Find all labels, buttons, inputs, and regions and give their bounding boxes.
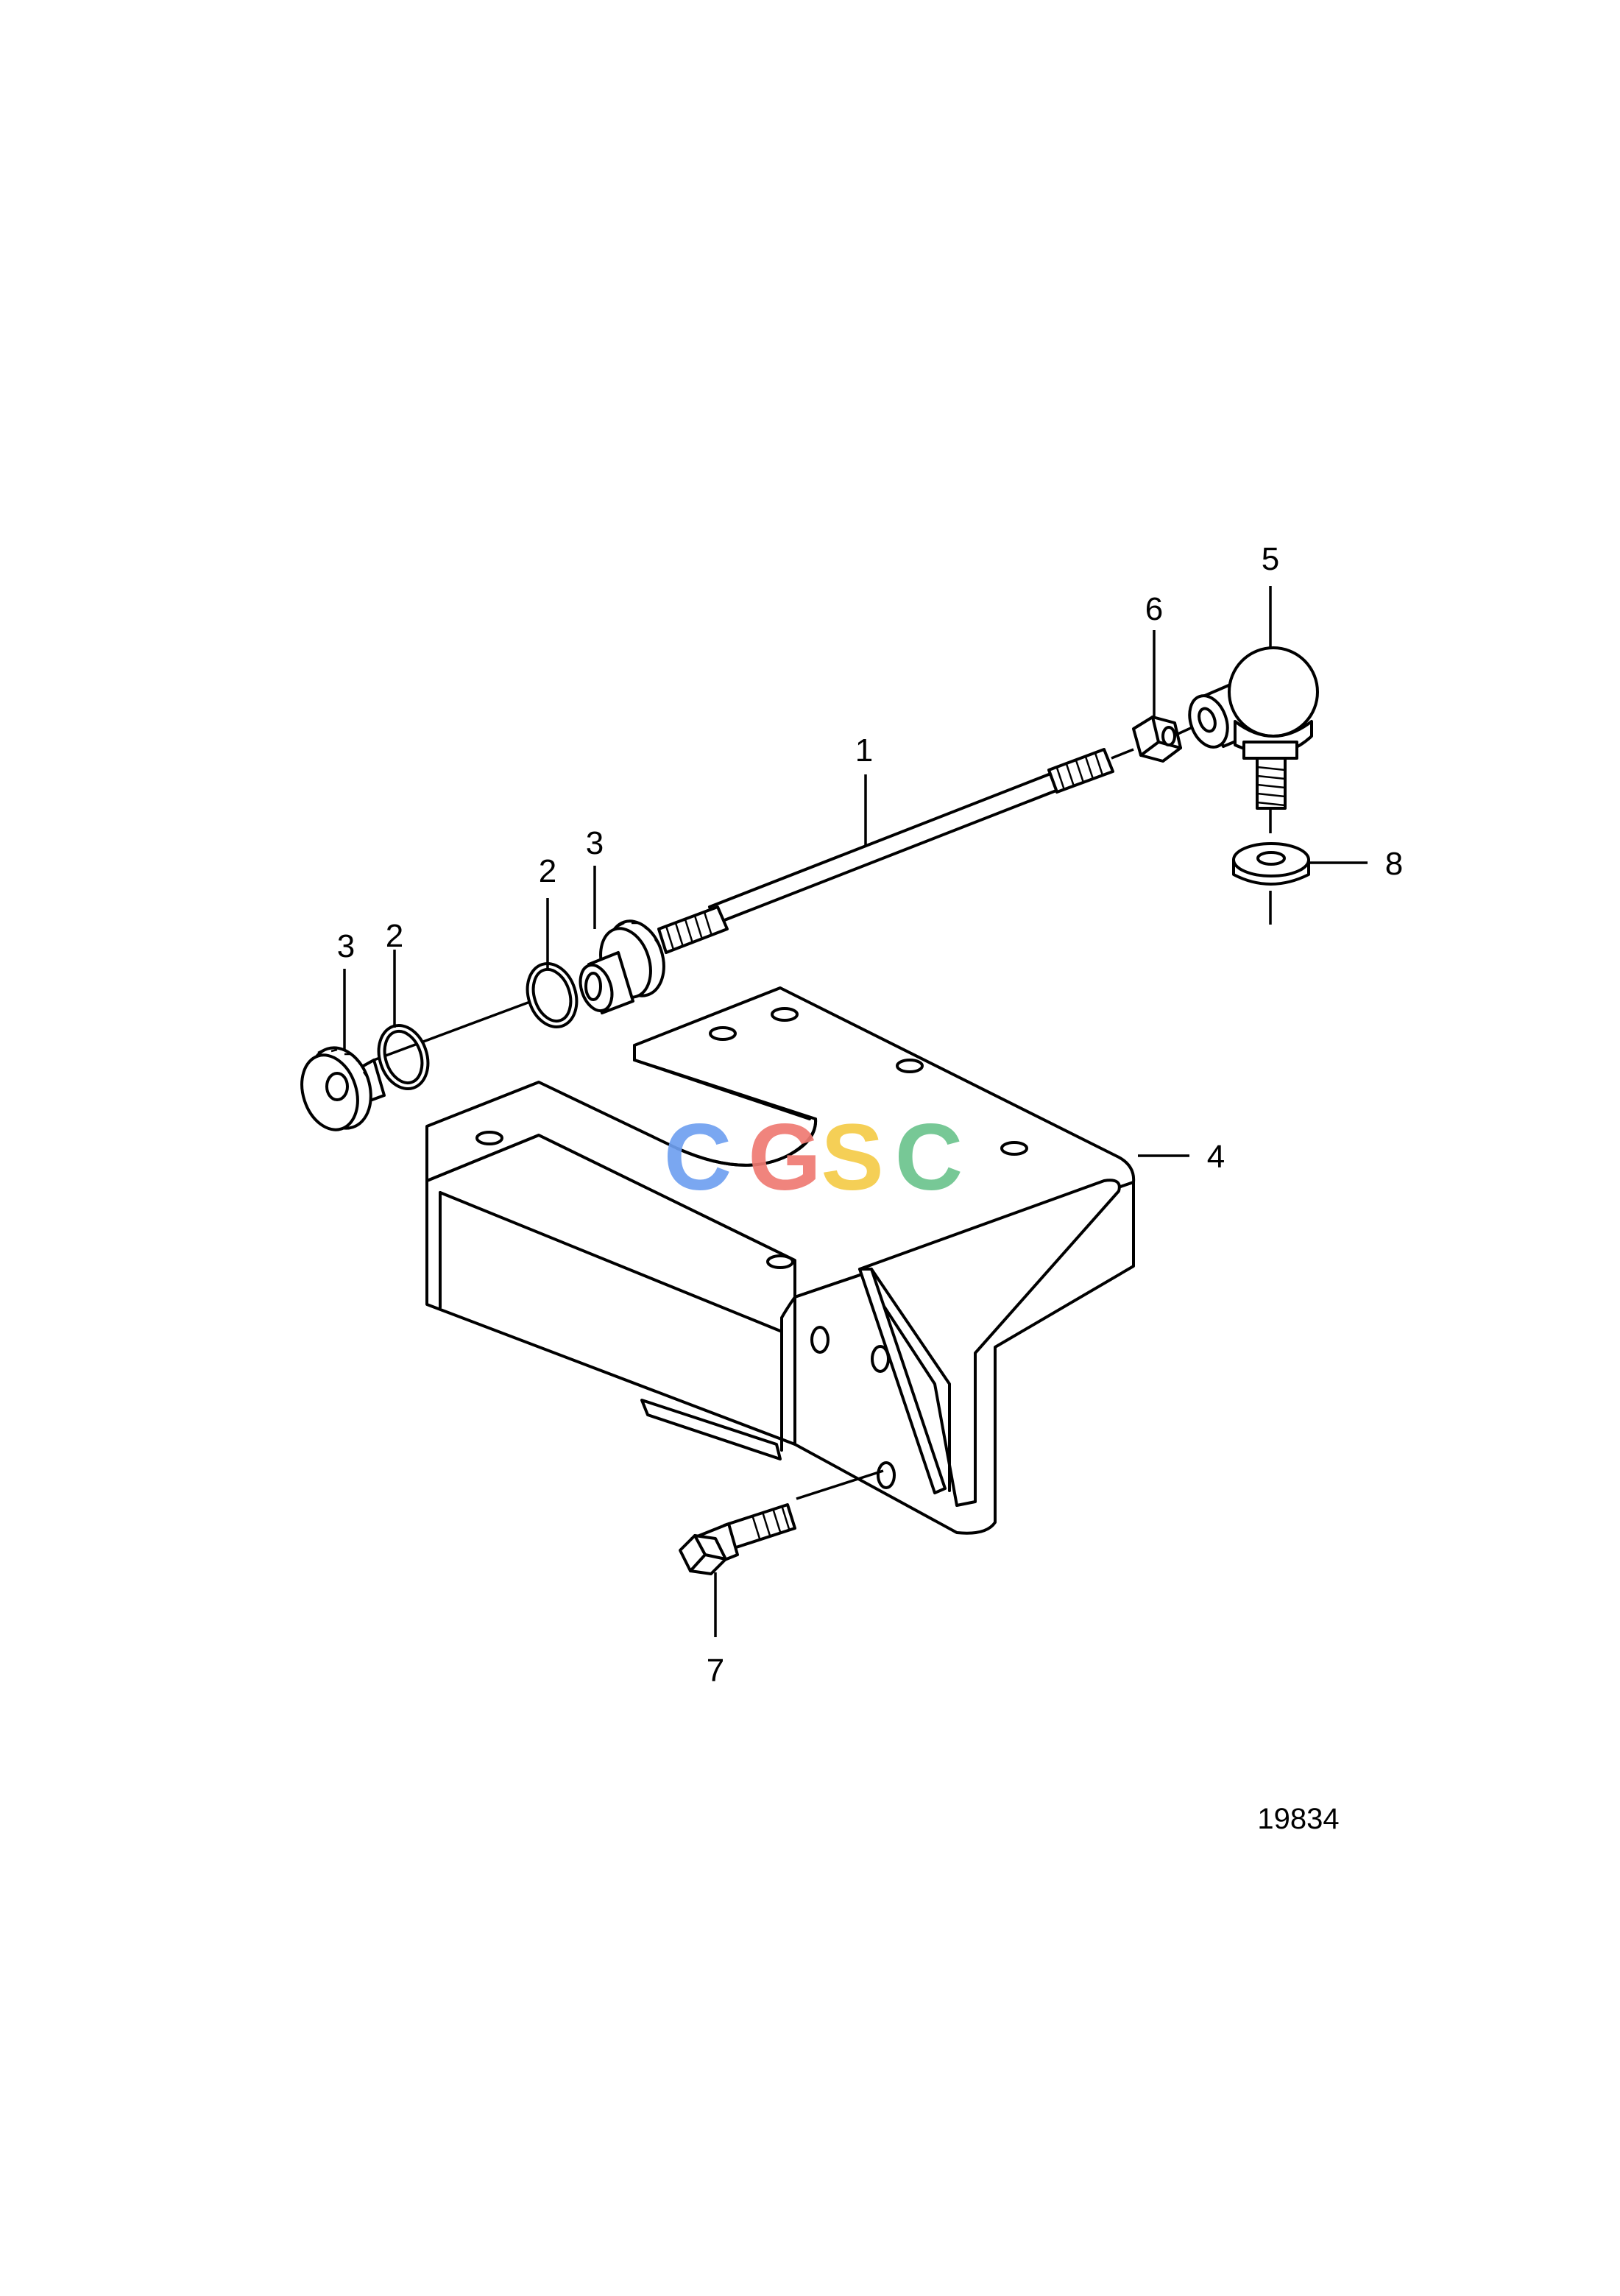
knurled-knob-right — [579, 919, 665, 1014]
callout-leaders — [343, 586, 1368, 1637]
callout-1: 1 — [855, 732, 873, 769]
watermark-letter-s: S — [821, 1105, 883, 1210]
callout-7: 7 — [707, 1653, 724, 1689]
flat-washer — [1232, 842, 1310, 886]
ball-joint — [1188, 646, 1319, 810]
knurled-knob-left — [300, 1046, 386, 1131]
callout-5: 5 — [1262, 541, 1279, 577]
watermark-letter-c2: C — [895, 1105, 963, 1210]
o-ring-left — [377, 1023, 430, 1091]
o-ring-right — [526, 961, 579, 1029]
watermark-letter-g: G — [748, 1105, 821, 1210]
watermark-letter-c1: C — [664, 1105, 732, 1210]
figure-number: 19834 — [1257, 1803, 1339, 1835]
callout-3-left: 3 — [337, 928, 355, 964]
cgsc-watermark: C G S C — [664, 1105, 963, 1210]
callout-3-right: 3 — [586, 825, 604, 861]
bracket-lower-sliver — [640, 1399, 782, 1460]
callout-2-right: 2 — [539, 853, 556, 889]
callout-8: 8 — [1385, 846, 1403, 882]
callout-2-left: 2 — [386, 918, 403, 954]
hex-nut — [1132, 716, 1182, 763]
callout-labels: 1 2 2 3 3 4 5 6 7 8 — [337, 541, 1403, 1689]
callout-4: 4 — [1207, 1139, 1225, 1175]
mounting-bracket — [425, 986, 1136, 1535]
callout-6: 6 — [1145, 591, 1163, 627]
bracket-gusset — [858, 1179, 1121, 1507]
flange-bolt — [679, 1503, 796, 1575]
threaded-rod — [657, 748, 1114, 954]
